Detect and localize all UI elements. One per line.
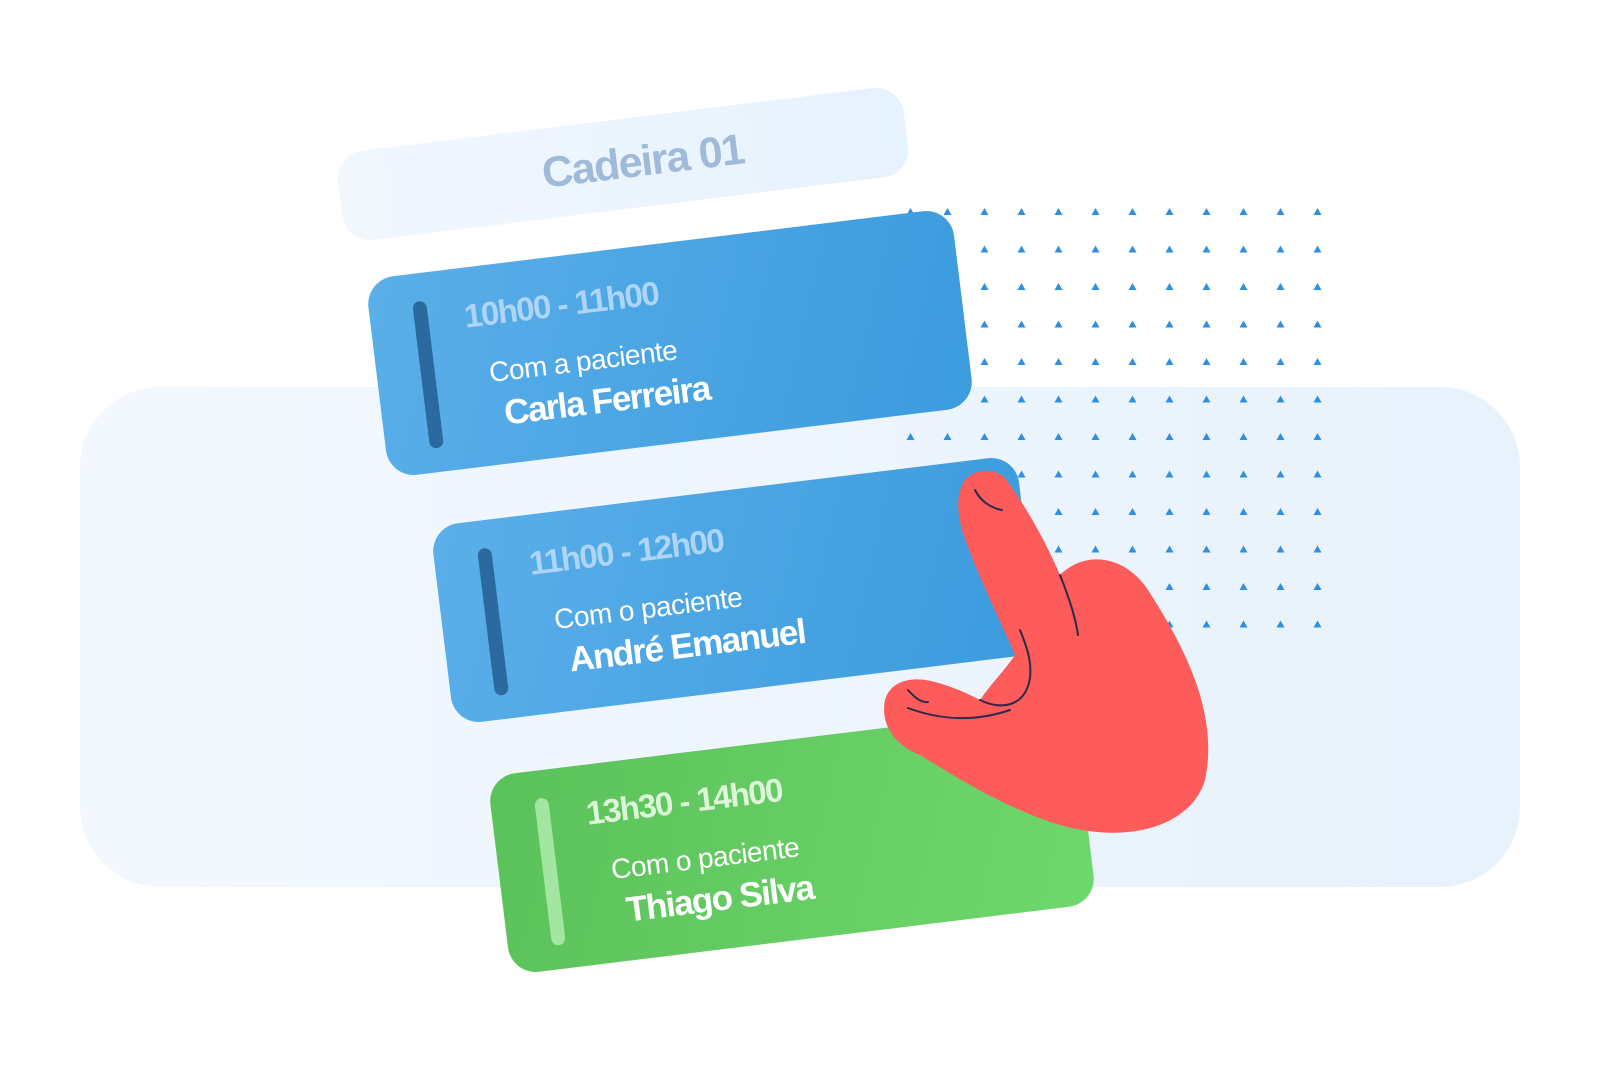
chair-header: Cadeira 01 bbox=[334, 84, 912, 244]
chair-title: Cadeira 01 bbox=[539, 124, 747, 198]
appointment-time: 13h30 - 14h00 bbox=[583, 771, 784, 832]
appointment-time: 10h00 - 11h00 bbox=[461, 274, 661, 335]
appointment-status-bar bbox=[477, 547, 510, 697]
pointing-hand-icon bbox=[884, 470, 1209, 833]
appointment-time: 11h00 - 12h00 bbox=[526, 521, 726, 582]
appointment-status-bar bbox=[534, 797, 567, 947]
appointment-status-bar bbox=[412, 300, 445, 450]
